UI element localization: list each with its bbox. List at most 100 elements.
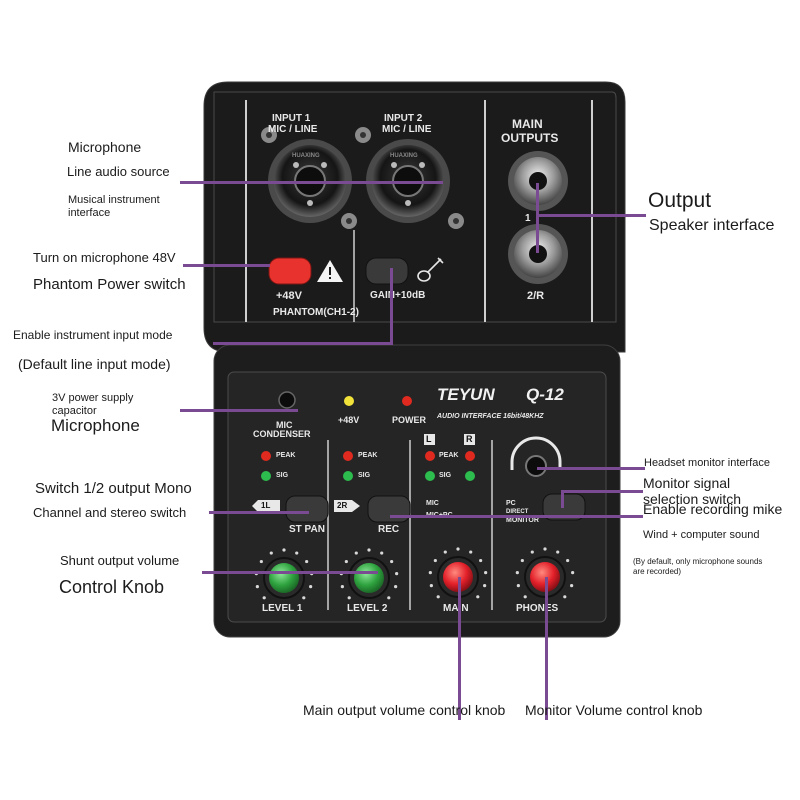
label-xlr-brand-2: HUAXING [390,153,418,159]
brand-logo: TEYUN [437,385,495,404]
callout-default-note-1: (By default, only microphone sounds [633,557,763,566]
badge-2r [334,500,360,512]
label-led-48v: +48V [338,415,360,425]
knob-tick-dot [556,550,560,554]
knob-tick-dot [433,558,437,563]
label-phantom: PHANTOM(CH1-2) [273,307,359,318]
st-pan-switch [285,495,329,523]
led-48v [344,396,354,406]
leader-monsel-vertical [561,490,564,508]
knob-tick-dot [309,585,313,589]
callout-3v-2: capacitor [52,405,97,417]
knob-tick-dot [390,559,394,564]
label-out-2: 2/R [527,290,545,302]
led-power [402,396,412,406]
guitar-icon [417,257,444,282]
label-mic-line-2: MIC / LINE [382,124,432,135]
leader-level [202,571,378,574]
callout-monitor-knob: Monitor Volume control knob [525,702,703,718]
knob-tick-dot [259,559,263,564]
knob-tick-dot [295,551,299,555]
callout-line-source: Line audio source [67,164,170,179]
leader-headset [537,467,645,470]
knob-tick-dot [428,571,432,575]
label-condenser: CONDENSER [253,429,311,439]
knob-tick-dot [443,550,447,554]
label-mic: MIC [276,420,293,430]
leader-output-vertical [536,183,539,253]
label-peak-3: PEAK [439,452,459,459]
label-main-knob: MAIN [443,603,469,614]
label-rec: REC [378,524,400,535]
callout-microphone-2: Microphone [51,416,140,435]
knob-tick-dot [282,548,286,552]
knob-tick-dot [516,584,520,588]
callout-instrument-2: interface [68,207,111,219]
leader-monsel [561,490,643,493]
label-peak-1: PEAK [276,452,296,459]
knob-tick-dot [570,584,574,588]
label-input-2: INPUT 2 [384,113,423,124]
callout-shunt: Shunt output volume [60,553,180,568]
label-level-1: LEVEL 1 [262,603,303,614]
knob-tick-dot [571,571,575,575]
knob-tick-dot [302,596,306,600]
callout-headset: Headset monitor interface [644,457,770,469]
device-top-rim [213,91,617,323]
label-mon-pc: PC [506,500,516,507]
leader-output [536,214,646,217]
knob-tick-dot [347,596,351,600]
callout-mon-sel-2: selection switch [643,491,742,507]
label-level-2: LEVEL 2 [347,603,388,614]
leader-phones-knob [545,577,548,720]
gain-switch [365,257,409,285]
main-output-jack-1 [508,151,568,211]
label-subtitle: AUDIO INTERFACE 16bit/48KHZ [437,413,544,420]
label-mon-direct: DIRECT [506,509,529,515]
knob-tick-dot [380,551,384,555]
callout-stereo-switch: Channel and stereo switch [33,505,187,520]
knob-tick-dot [262,596,266,600]
knob-tick-dot [469,550,473,554]
leader-phantom [183,264,270,267]
knob-tick-dot [543,547,547,551]
knob-tick-dot [269,551,273,555]
knob-tick-dot [484,571,488,575]
phones-knob [524,556,566,598]
label-rec-mic: MIC [426,500,439,507]
knob-tick-dot [520,558,524,563]
callout-speaker: Speaker interface [649,217,775,234]
label-sig-3: SIG [439,472,452,479]
label-out-1: 1 [525,213,531,224]
mic-condenser-jack [278,391,296,409]
knob-tick-dot [255,585,259,589]
callout-instrument-1: Musical instrument [68,194,160,206]
knob-tick-dot [515,571,519,575]
phantom-48v-switch [268,257,312,285]
knob-tick-dot [429,584,433,588]
leader-main-knob [458,577,461,720]
callout-switch-mono: Switch 1/2 output Mono [35,480,192,497]
callout-control-knob: Control Knob [59,577,165,597]
knob-tick-dot [563,595,567,599]
label-sig-2: SIG [358,472,371,479]
level-1-knob [263,557,305,599]
label-sig-1: SIG [276,472,289,479]
callout-phantom-2: Phantom Power switch [33,276,186,293]
label-mic-line-1: MIC / LINE [268,124,318,135]
callout-main-knob: Main output volume control knob [303,702,506,718]
knob-tick-dot [367,548,371,552]
knob-tick-dot [566,558,570,563]
knob-tick-dot [530,550,534,554]
label-outputs: OUTPUTS [501,131,559,145]
knob-tick-dot [305,559,309,564]
label-phones: PHONES [516,603,559,614]
leader-rec [390,515,643,518]
knob-tick-dot [354,551,358,555]
label-peak-2: PEAK [358,452,378,459]
label-led-power: POWER [392,415,427,425]
knob-ticks [254,547,575,600]
monitor-switch [542,493,586,521]
knob-tick-dot [344,559,348,564]
